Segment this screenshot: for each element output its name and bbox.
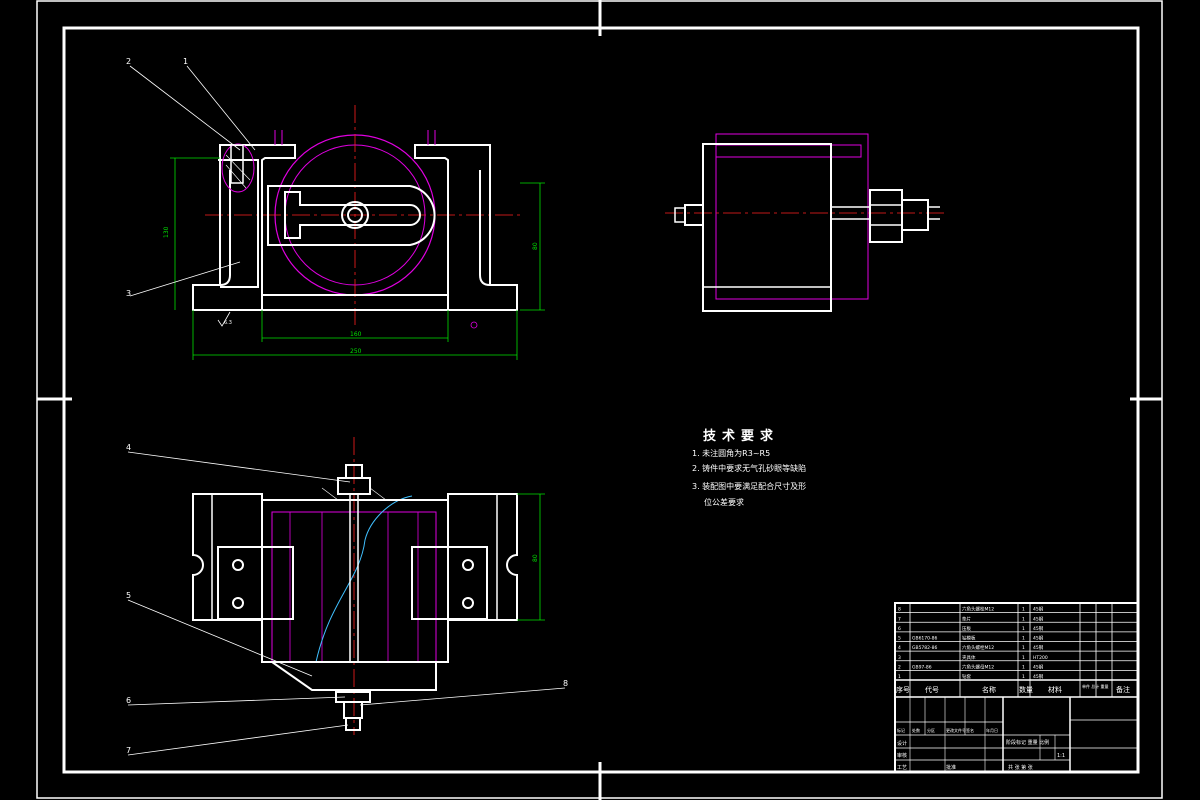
parts-row-code: GB6170-86	[912, 636, 938, 642]
balloon-labels: 1 2 3 4 5 6 7 8	[126, 57, 568, 755]
parts-row-no: 7	[898, 616, 901, 622]
tb-sign-label-3: 更改文件号	[946, 727, 966, 733]
parts-row-name: 六角头螺栓M12	[962, 606, 994, 613]
tb-header-no: 序号	[896, 685, 910, 694]
tb-sign-label-0: 标记	[897, 727, 905, 733]
tb-sign-label-2: 分区	[927, 727, 935, 733]
side-view	[665, 133, 945, 312]
plan-view: 80	[127, 437, 566, 756]
tb-sign-label-4: 签名	[966, 727, 974, 733]
front-view: 130 80 160 250 6.3	[129, 65, 545, 360]
parts-row-qty: 1	[1022, 616, 1025, 622]
parts-row-material: 45钢	[1033, 673, 1044, 680]
tb-header-remark: 备注	[1116, 685, 1130, 694]
parts-row-code: GB97-86	[912, 664, 932, 670]
tb-sheet-info: 共 张 第 张	[1008, 764, 1033, 771]
tb-header-material: 材料	[1048, 685, 1062, 694]
title-block	[894, 602, 1139, 773]
balloon-8: 8	[563, 679, 568, 688]
parts-row-material: HT200	[1033, 655, 1048, 661]
tb-sign-label-1: 处数	[912, 727, 920, 733]
parts-row-material: 45钢	[1033, 606, 1044, 613]
parts-row-qty: 1	[1022, 626, 1025, 632]
dim-inner-width: 160	[350, 331, 362, 338]
tech-requirements-title: 技术要求	[703, 429, 780, 444]
tb-header-weight: 单件 总计 重量	[1082, 683, 1109, 689]
parts-row-material: 45钢	[1033, 615, 1044, 622]
balloon-6: 6	[126, 696, 131, 705]
balloon-2: 2	[126, 57, 131, 66]
roughness-symbol: 6.3	[224, 320, 232, 326]
tech-requirement-3: 3. 装配图中要满足配合尺寸及形	[692, 482, 807, 491]
tb-header-name: 名称	[982, 685, 996, 694]
tb-header-code: 代号	[925, 685, 939, 694]
dim-total-width: 250	[350, 348, 362, 355]
tb-header-qty: 数量	[1019, 685, 1033, 694]
dim-plan-height: 80	[532, 554, 539, 562]
parts-row-no: 4	[898, 645, 901, 651]
parts-row-material: 45钢	[1033, 635, 1044, 642]
parts-row-no: 6	[898, 626, 901, 632]
tech-requirement-1: 1. 未注圆角为R3~R5	[692, 449, 771, 458]
parts-row-name: 压板	[962, 625, 971, 632]
parts-row-name: 钻套	[962, 673, 971, 680]
parts-row-no: 2	[898, 664, 901, 670]
balloon-3: 3	[126, 289, 131, 298]
title-block-text: 8 六角头螺栓M12 1 45钢 7 垫片 1 45钢 6 压板 1 45钢 5 GB6170-86 钻模板…	[896, 606, 1130, 771]
balloon-4: 4	[126, 443, 131, 452]
balloon-1: 1	[183, 57, 188, 66]
parts-row-material: 45钢	[1033, 625, 1044, 632]
parts-row-name: 钻模板	[962, 635, 976, 642]
balloon-5: 5	[126, 591, 131, 600]
dim-front-right: 80	[532, 242, 539, 250]
tb-scale: 1:1	[1057, 753, 1065, 759]
parts-row-qty: 1	[1022, 607, 1025, 613]
tech-requirement-2: 2. 铸件中要求无气孔砂眼等缺陷	[692, 464, 807, 473]
parts-row-qty: 1	[1022, 645, 1025, 651]
parts-row-name: 六角头螺母M12	[962, 663, 994, 670]
tb-role-approve: 批准	[946, 764, 956, 771]
parts-row-material: 45钢	[1033, 644, 1044, 651]
parts-row-qty: 1	[1022, 664, 1025, 670]
parts-row-material: 45钢	[1033, 663, 1044, 670]
parts-row-name: 夹具体	[962, 654, 976, 661]
tb-role-process: 工艺	[897, 765, 907, 771]
parts-row-code: GB5782-86	[912, 645, 938, 651]
parts-row-no: 1	[898, 674, 901, 680]
parts-row-name: 垫片	[962, 615, 971, 622]
parts-row-no: 5	[898, 636, 901, 642]
tb-role-design: 设计	[897, 740, 907, 747]
parts-row-qty: 1	[1022, 636, 1025, 642]
tb-stage-labels: 阶段标记 重量 比例	[1006, 739, 1049, 746]
tech-requirement-3-cont: 位公差要求	[704, 498, 744, 507]
parts-row-qty: 1	[1022, 674, 1025, 680]
parts-row-no: 8	[898, 607, 901, 613]
parts-row-qty: 1	[1022, 655, 1025, 661]
dim-front-height: 130	[163, 226, 170, 238]
parts-row-name: 六角头螺栓M12	[962, 644, 994, 651]
tb-role-review: 审核	[897, 752, 907, 759]
parts-row-no: 3	[898, 655, 901, 661]
tb-sign-label-5: 年月日	[986, 727, 998, 733]
balloon-7: 7	[126, 746, 131, 755]
sheet-border	[36, 0, 1163, 800]
